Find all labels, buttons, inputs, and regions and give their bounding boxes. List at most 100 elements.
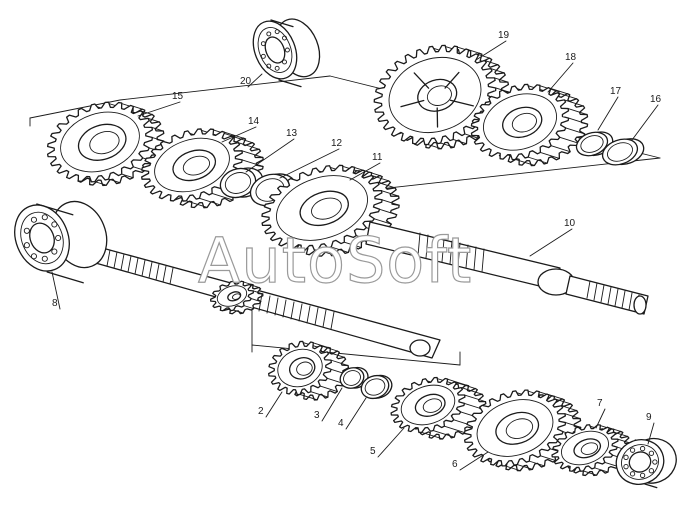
spline [473, 246, 477, 271]
tooth-edge [516, 464, 533, 470]
bearing-ball [282, 59, 287, 65]
spline [141, 259, 146, 277]
tooth-edge [151, 126, 164, 132]
spline [322, 309, 327, 328]
tooth-edge [490, 68, 505, 74]
bearing-ball [266, 63, 272, 69]
tooth-edge [528, 460, 545, 467]
spline [417, 232, 421, 257]
bearing-ball [274, 29, 280, 35]
spline [106, 249, 111, 267]
spline [449, 240, 453, 265]
tooth-edge [211, 193, 234, 201]
spline [600, 284, 605, 303]
spline [433, 236, 437, 261]
gear-bore [232, 293, 241, 300]
tooth-edge [221, 130, 244, 139]
watermark: AutoSoft [198, 224, 472, 297]
ring-16 [601, 138, 645, 166]
tooth-edge [319, 345, 338, 352]
spline [298, 303, 303, 322]
leader-line-3 [321, 387, 343, 422]
tooth-edge [565, 127, 586, 135]
tooth-edge [108, 178, 121, 184]
ring-inner [607, 142, 633, 162]
callout-6: 6 [452, 459, 458, 470]
tooth-edge [140, 110, 153, 115]
mainshaft [91, 245, 441, 359]
tooth-edge [444, 378, 467, 386]
tooth-edge [568, 117, 589, 125]
leader-line-7 [595, 408, 606, 429]
tooth-edge [464, 394, 486, 403]
bearing-edge [644, 483, 658, 489]
tooth-edge [319, 385, 338, 392]
tooth-edge [330, 246, 349, 253]
tooth-edge [241, 150, 264, 158]
tooth-edge [440, 142, 455, 148]
tooth-edge [243, 305, 255, 310]
spline [258, 293, 263, 312]
gear-body-ring [400, 384, 456, 426]
tooth-edge [233, 309, 244, 314]
bearing-ball [284, 47, 290, 53]
bearing-ball [639, 445, 646, 452]
bearing-ball [30, 253, 37, 260]
callout-16: 16 [650, 94, 662, 105]
tooth-edge [460, 387, 483, 395]
tooth-edge [377, 181, 396, 189]
tooth-edge [250, 298, 262, 303]
leader-line-16 [631, 104, 659, 141]
tooth-edge [564, 413, 581, 419]
bearing-edge [46, 271, 84, 284]
spline [621, 290, 626, 309]
gear-bore [426, 85, 452, 106]
ring-12 [249, 173, 297, 207]
bearing-ball [648, 468, 655, 474]
gear-body-ring [277, 348, 323, 388]
spline [306, 305, 311, 324]
spline [266, 295, 271, 314]
gear-spoke [449, 99, 474, 107]
spline [134, 257, 139, 275]
tooth-edge [494, 77, 509, 83]
tooth-edge [464, 133, 479, 139]
ring-inner [364, 378, 386, 396]
gear-7 [551, 424, 632, 477]
leader-line-5 [377, 427, 405, 458]
spline [162, 265, 167, 283]
ring-3 [339, 366, 369, 389]
tooth-edge [237, 142, 260, 150]
countershaft-10 [365, 221, 649, 315]
ring-front [601, 138, 639, 166]
spline [169, 267, 174, 285]
gear-spoke [444, 71, 460, 89]
tooth-edge [330, 359, 349, 366]
gear-hub [414, 393, 446, 417]
tooth-edge [443, 425, 466, 434]
tooth-edge [454, 381, 476, 389]
tooth-edge [613, 431, 629, 437]
gear-bore [505, 418, 534, 439]
tooth-edge [151, 137, 165, 142]
tooth-edge [373, 218, 392, 225]
shaft-tip [409, 339, 431, 357]
spline [290, 301, 295, 320]
gear-body-ring [154, 137, 230, 193]
callout-12: 12 [331, 138, 343, 149]
callout-11: 11 [372, 152, 383, 163]
callout-5: 5 [370, 446, 376, 457]
gear-body-ring [60, 111, 140, 173]
bearing-20 [252, 18, 321, 88]
bearing-9 [615, 437, 677, 489]
gear-6 [463, 389, 582, 472]
tooth-edge [557, 92, 578, 100]
tooth-edge [147, 117, 160, 123]
leader-line-13 [245, 138, 295, 173]
leader-line-6 [459, 451, 489, 471]
bearing-ball [55, 234, 62, 242]
tooth-edge [381, 199, 400, 206]
leader-line-9 [647, 422, 655, 445]
callout-15: 15 [172, 91, 184, 102]
tooth-edge [484, 60, 499, 66]
